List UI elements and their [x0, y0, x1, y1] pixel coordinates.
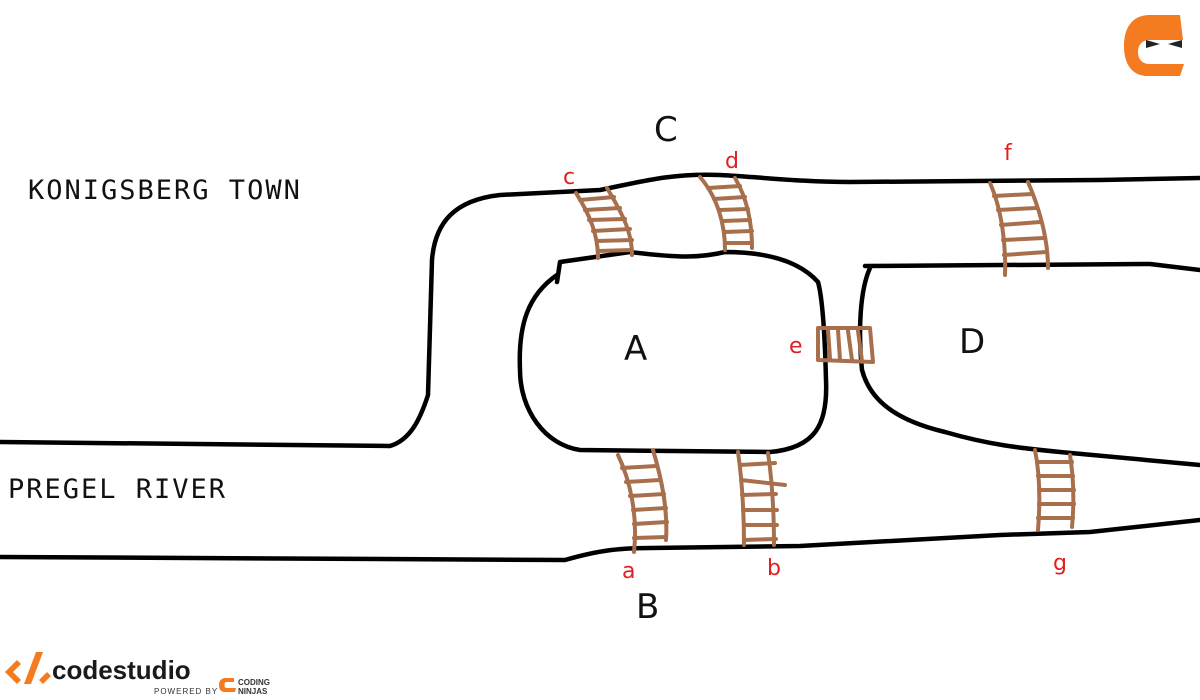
bridge-b-label: b	[767, 556, 781, 581]
region-c-label: C	[654, 110, 678, 150]
bridge-g	[1033, 448, 1076, 532]
bridge-c-label: c	[563, 165, 575, 190]
bridge-c	[574, 186, 634, 260]
bridge-e-label: e	[789, 334, 803, 359]
partner-name-line2: NINJAS	[238, 687, 268, 696]
codestudio-logo-icon	[5, 652, 51, 684]
bridge-f-label: f	[1004, 141, 1013, 166]
bridge-f	[988, 180, 1050, 277]
bridge-b	[736, 450, 787, 547]
region-b-label: B	[636, 587, 659, 627]
coding-ninjas-small-logo-icon	[219, 678, 236, 692]
town-label: KONIGSBERG TOWN	[28, 175, 302, 206]
region-d-label: D	[959, 322, 985, 362]
brand-wordmark: codestudio	[52, 655, 191, 685]
coding-ninjas-logo-icon	[1124, 15, 1184, 76]
bridge-d-label: d	[725, 149, 739, 174]
bridge-e	[816, 326, 875, 364]
partner-name-line1: CODING	[238, 678, 270, 687]
bridge-g-label: g	[1053, 551, 1067, 576]
river-label: PREGEL RIVER	[8, 474, 227, 505]
bridge-a	[616, 448, 669, 554]
bridge-d	[698, 175, 754, 252]
landmass-d-outline	[857, 261, 1200, 468]
region-a-label: A	[624, 329, 647, 369]
powered-by-text: POWERED BY	[154, 687, 218, 696]
island-a-outline	[517, 249, 829, 455]
lower-bank-outline	[0, 517, 1200, 563]
bridge-a-label: a	[622, 559, 635, 584]
upper-bank-outline	[0, 172, 1200, 449]
